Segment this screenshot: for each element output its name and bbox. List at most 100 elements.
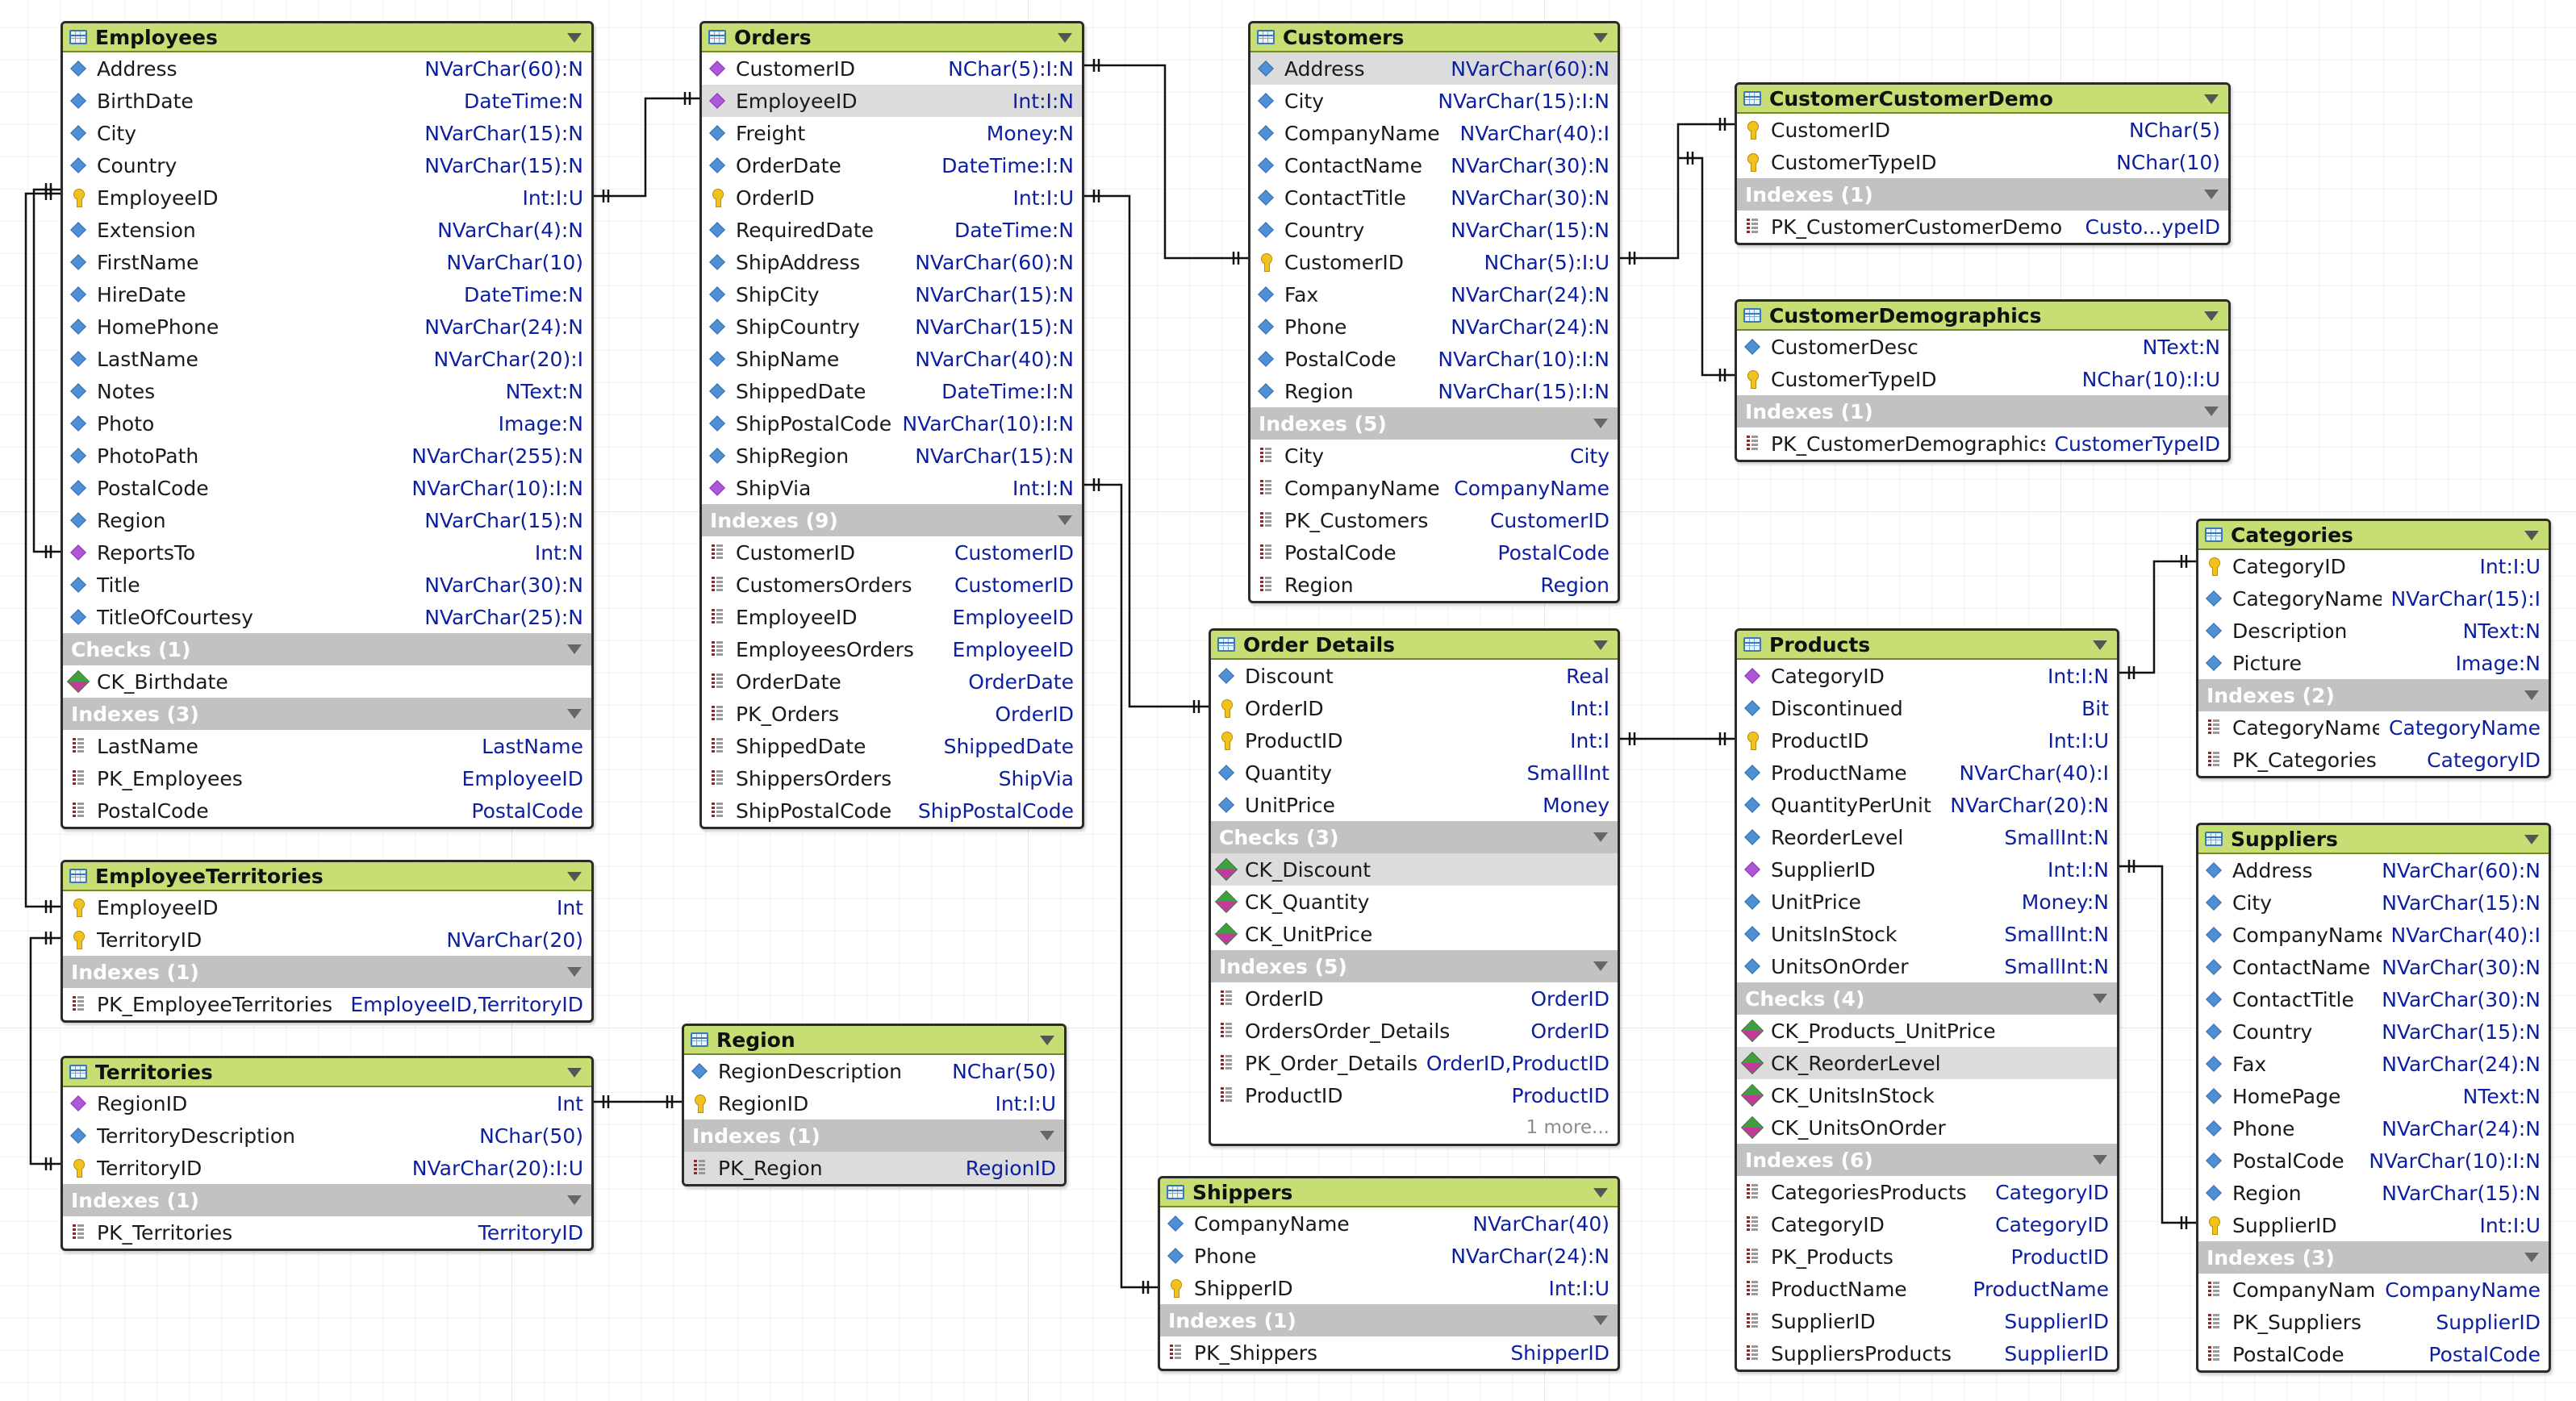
collapse-triangle-icon[interactable] xyxy=(2204,407,2219,416)
collapse-triangle-icon[interactable] xyxy=(567,709,582,719)
collapse-triangle-icon[interactable] xyxy=(567,1068,582,1078)
check-row[interactable]: CK_Birthdate xyxy=(63,665,591,698)
entity-header[interactable]: Suppliers xyxy=(2198,825,2549,854)
collapse-triangle-icon[interactable] xyxy=(1058,33,1072,43)
section-header[interactable]: Checks (1) xyxy=(63,633,591,665)
entity-header[interactable]: Territories xyxy=(63,1058,591,1087)
section-header[interactable]: Checks (3) xyxy=(1211,821,1618,853)
collapse-triangle-icon[interactable] xyxy=(2524,690,2539,700)
collapse-triangle-icon[interactable] xyxy=(1593,33,1608,43)
section-header[interactable]: Indexes (1) xyxy=(63,956,591,988)
collapse-triangle-icon[interactable] xyxy=(2204,311,2219,321)
section-header[interactable]: Indexes (1) xyxy=(1737,178,2228,211)
section-header[interactable]: Indexes (3) xyxy=(63,698,591,730)
entity-header[interactable]: Region xyxy=(684,1026,1064,1055)
collapse-triangle-icon[interactable] xyxy=(2093,640,2107,650)
entity-header[interactable]: CustomerCustomerDemo xyxy=(1737,85,2228,114)
section-header[interactable]: Indexes (9) xyxy=(702,504,1082,536)
entity-header[interactable]: Customers xyxy=(1250,23,1618,52)
collapse-triangle-icon[interactable] xyxy=(2524,1253,2539,1262)
check-row[interactable]: CK_ReorderLevel xyxy=(1737,1047,2117,1079)
section-header[interactable]: Indexes (1) xyxy=(684,1120,1064,1152)
entity-header[interactable]: Products xyxy=(1737,631,2117,660)
collapse-triangle-icon[interactable] xyxy=(567,1195,582,1205)
relationship-line[interactable] xyxy=(29,936,61,1165)
check-row[interactable]: CK_UnitPrice xyxy=(1211,918,1618,950)
relationship-line[interactable] xyxy=(2119,865,2196,1224)
relationship-line[interactable] xyxy=(594,97,699,198)
check-row[interactable]: CK_Quantity xyxy=(1211,886,1618,918)
entity-header[interactable]: Employees xyxy=(63,23,591,52)
collapse-triangle-icon[interactable] xyxy=(2524,531,2539,540)
collapse-triangle-icon[interactable] xyxy=(1593,1188,1608,1198)
collapse-triangle-icon[interactable] xyxy=(1040,1131,1054,1140)
more-items-link[interactable]: 1 more... xyxy=(1526,1117,1609,1138)
